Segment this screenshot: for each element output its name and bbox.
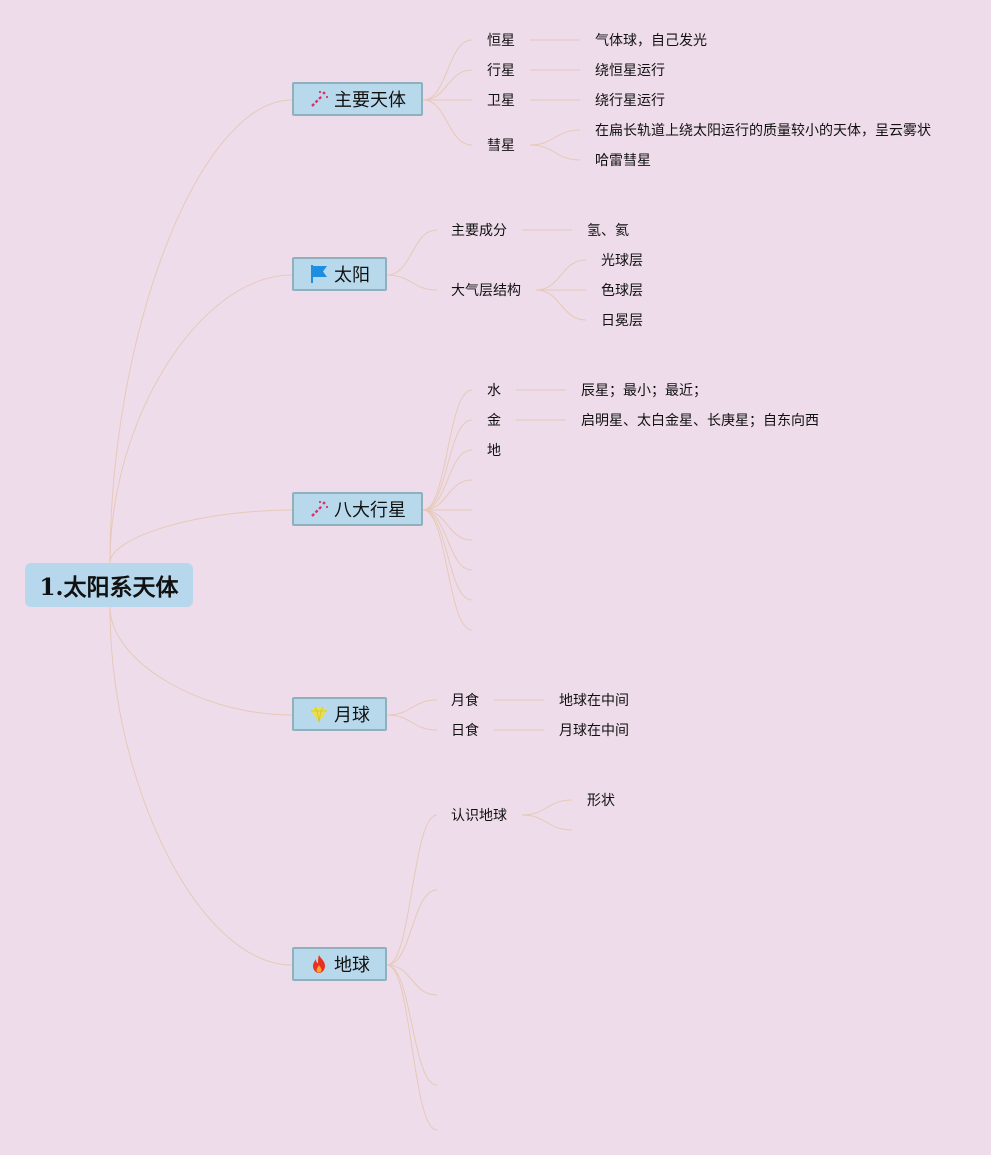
topic-mercury-detail[interactable]: 辰星；最小；最近； (581, 383, 707, 399)
connector-line (386, 964, 438, 1086)
topic-star-detail[interactable]: 气体球，自己发光 (595, 33, 707, 49)
branch-title: 主要天体 (334, 90, 406, 111)
branch-eight-planets[interactable]: 八大行星 (292, 492, 423, 526)
branch-title: 地球 (334, 955, 370, 976)
connector-line (422, 389, 473, 511)
topic-comet-detail[interactable]: 在扁长轨道上绕太阳运行的质量较小的天体，呈云雾状 (595, 123, 931, 139)
connector-line (422, 69, 473, 101)
connector-line (529, 144, 581, 161)
topic-sun-composition[interactable]: 主要成分 (451, 223, 507, 239)
topic-comet[interactable]: 彗星 (487, 138, 515, 154)
connector-line (529, 129, 581, 146)
topic-venus-detail[interactable]: 启明星、太白金星、长庚星；自东向西 (581, 413, 819, 429)
connector-root-sun (109, 274, 293, 564)
connector-line (422, 419, 473, 511)
connector-line (422, 449, 473, 511)
connector-line (386, 274, 438, 291)
branch-title: 月球 (334, 705, 370, 726)
connector-line (422, 39, 473, 101)
connector-line (521, 799, 573, 816)
connector-root-bodies (109, 99, 293, 564)
connector-line (386, 699, 438, 716)
topic-photosphere[interactable]: 光球层 (601, 253, 643, 269)
topic-solar-eclipse[interactable]: 日食 (451, 723, 479, 739)
gem-icon (309, 704, 329, 724)
connector-line (521, 814, 573, 831)
connector-line (422, 509, 473, 631)
blue-flag-icon (309, 264, 329, 284)
topic-planet[interactable]: 行星 (487, 63, 515, 79)
connector-line (535, 289, 587, 321)
topic-lunar-eclipse[interactable]: 月食 (451, 693, 479, 709)
topic-sun-atmosphere[interactable]: 大气层结构 (451, 283, 521, 299)
topic-comet-example[interactable]: 哈雷彗星 (595, 153, 651, 169)
topic-corona[interactable]: 日冕层 (601, 313, 643, 329)
branch-earth[interactable]: 地球 (292, 947, 387, 981)
connector-line (422, 99, 473, 146)
topic-sun-composition-detail[interactable]: 氢、氦 (587, 223, 629, 239)
branch-moon[interactable]: 月球 (292, 697, 387, 731)
connector-line (535, 259, 587, 291)
topic-mercury[interactable]: 水 (487, 383, 501, 399)
branch-title: 八大行星 (334, 500, 406, 521)
connector-line (422, 509, 473, 571)
topic-earth-planet[interactable]: 地 (487, 443, 501, 459)
topic-earth-shape[interactable]: 形状 (587, 793, 615, 809)
branch-title: 太阳 (334, 265, 370, 286)
connector-line (386, 964, 438, 1131)
fire-icon (309, 954, 329, 974)
wand-sparkle-icon (309, 499, 329, 519)
connector-line (386, 814, 438, 966)
branch-main-bodies[interactable]: 主要天体 (292, 82, 423, 116)
connector-line (386, 889, 438, 966)
connector-line (386, 714, 438, 731)
topic-chromosphere[interactable]: 色球层 (601, 283, 643, 299)
connector-line (422, 479, 473, 511)
connector-line (422, 509, 473, 601)
topic-satellite-detail[interactable]: 绕行星运行 (595, 93, 665, 109)
root-node[interactable]: 1.太阳系天体 (25, 563, 193, 607)
wand-sparkle-icon (309, 89, 329, 109)
connector-line (386, 964, 438, 996)
topic-solar-eclipse-detail[interactable]: 月球在中间 (559, 723, 629, 739)
topic-venus[interactable]: 金 (487, 413, 501, 429)
connector-line (386, 229, 438, 276)
topic-planet-detail[interactable]: 绕恒星运行 (595, 63, 665, 79)
branch-sun[interactable]: 太阳 (292, 257, 387, 291)
connector-root-planets (109, 509, 293, 564)
connector-root-moon (109, 606, 293, 716)
topic-know-earth[interactable]: 认识地球 (451, 808, 507, 824)
topic-lunar-eclipse-detail[interactable]: 地球在中间 (559, 693, 629, 709)
connector-line (422, 509, 473, 541)
topic-star[interactable]: 恒星 (487, 33, 515, 49)
topic-satellite[interactable]: 卫星 (487, 93, 515, 109)
connector-root-earth (109, 606, 293, 966)
